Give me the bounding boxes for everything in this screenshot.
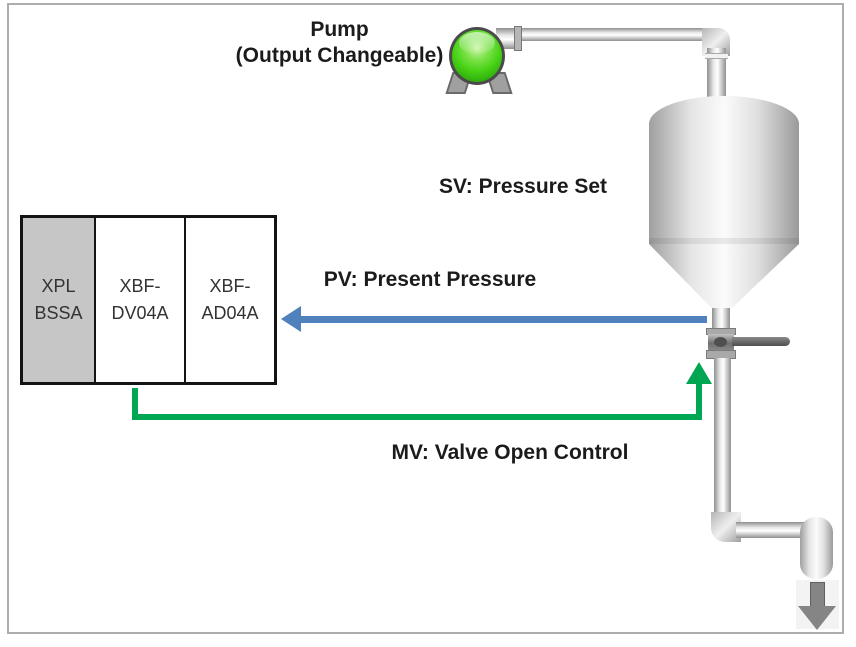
pipe-tank-stem xyxy=(712,308,730,332)
hopper-tank-icon xyxy=(649,96,799,310)
valve-handle xyxy=(732,337,790,346)
plc-block: XPL BSSA XBF- DV04A XBF- AD04A xyxy=(20,215,277,385)
tank-body xyxy=(649,122,799,244)
plc-module-xbf-ad04a: XBF- AD04A xyxy=(186,218,274,382)
down-arrow-icon xyxy=(810,582,825,608)
mv-arrow-segment-up xyxy=(696,383,702,420)
pipe-horizontal-bottom xyxy=(736,522,806,538)
pipe-vertical-bottom xyxy=(714,358,731,518)
plc-module-line2: BSSA xyxy=(34,303,83,323)
pipe-vertical-top xyxy=(707,48,726,100)
pipe-joint xyxy=(705,53,728,59)
plc-module-line1: XBF- xyxy=(209,276,251,296)
pump-label-line1: Pump xyxy=(310,18,369,41)
sv-label: SV: Pressure Set xyxy=(438,175,608,198)
mv-arrow-segment-horizontal xyxy=(132,414,702,420)
pump-icon xyxy=(445,24,525,98)
plc-module-line2: AD04A xyxy=(201,303,259,323)
plc-module-line1: XPL xyxy=(41,276,76,296)
pv-label: PV: Present Pressure xyxy=(323,268,537,291)
pump-label-line2: (Output Changeable) xyxy=(235,44,444,67)
down-arrow-head xyxy=(798,606,836,630)
pump-nozzle-flange xyxy=(514,26,522,51)
mv-arrow-segment-down xyxy=(132,388,138,418)
plc-module-line2: DV04A xyxy=(111,303,169,323)
mv-label: MV: Valve Open Control xyxy=(391,441,629,464)
tank-dome xyxy=(649,96,799,124)
plc-module-xpl-bssa: XPL BSSA xyxy=(23,218,96,382)
pump-gloss-highlight xyxy=(459,32,495,54)
outlet-vessel xyxy=(800,517,833,579)
valve-nut xyxy=(714,337,727,347)
tank-seam xyxy=(649,238,799,245)
pump-label: Pump (Output Changeable) xyxy=(222,17,457,69)
tank-cone xyxy=(649,244,799,310)
pv-arrow-head xyxy=(281,306,301,332)
valve-icon xyxy=(706,328,796,360)
pipe-horizontal-top xyxy=(510,28,710,41)
plc-module-xbf-dv04a: XBF- DV04A xyxy=(96,218,186,382)
mv-arrow-head xyxy=(686,362,712,384)
pv-arrow-line xyxy=(299,316,707,323)
plc-module-line1: XBF- xyxy=(119,276,161,296)
